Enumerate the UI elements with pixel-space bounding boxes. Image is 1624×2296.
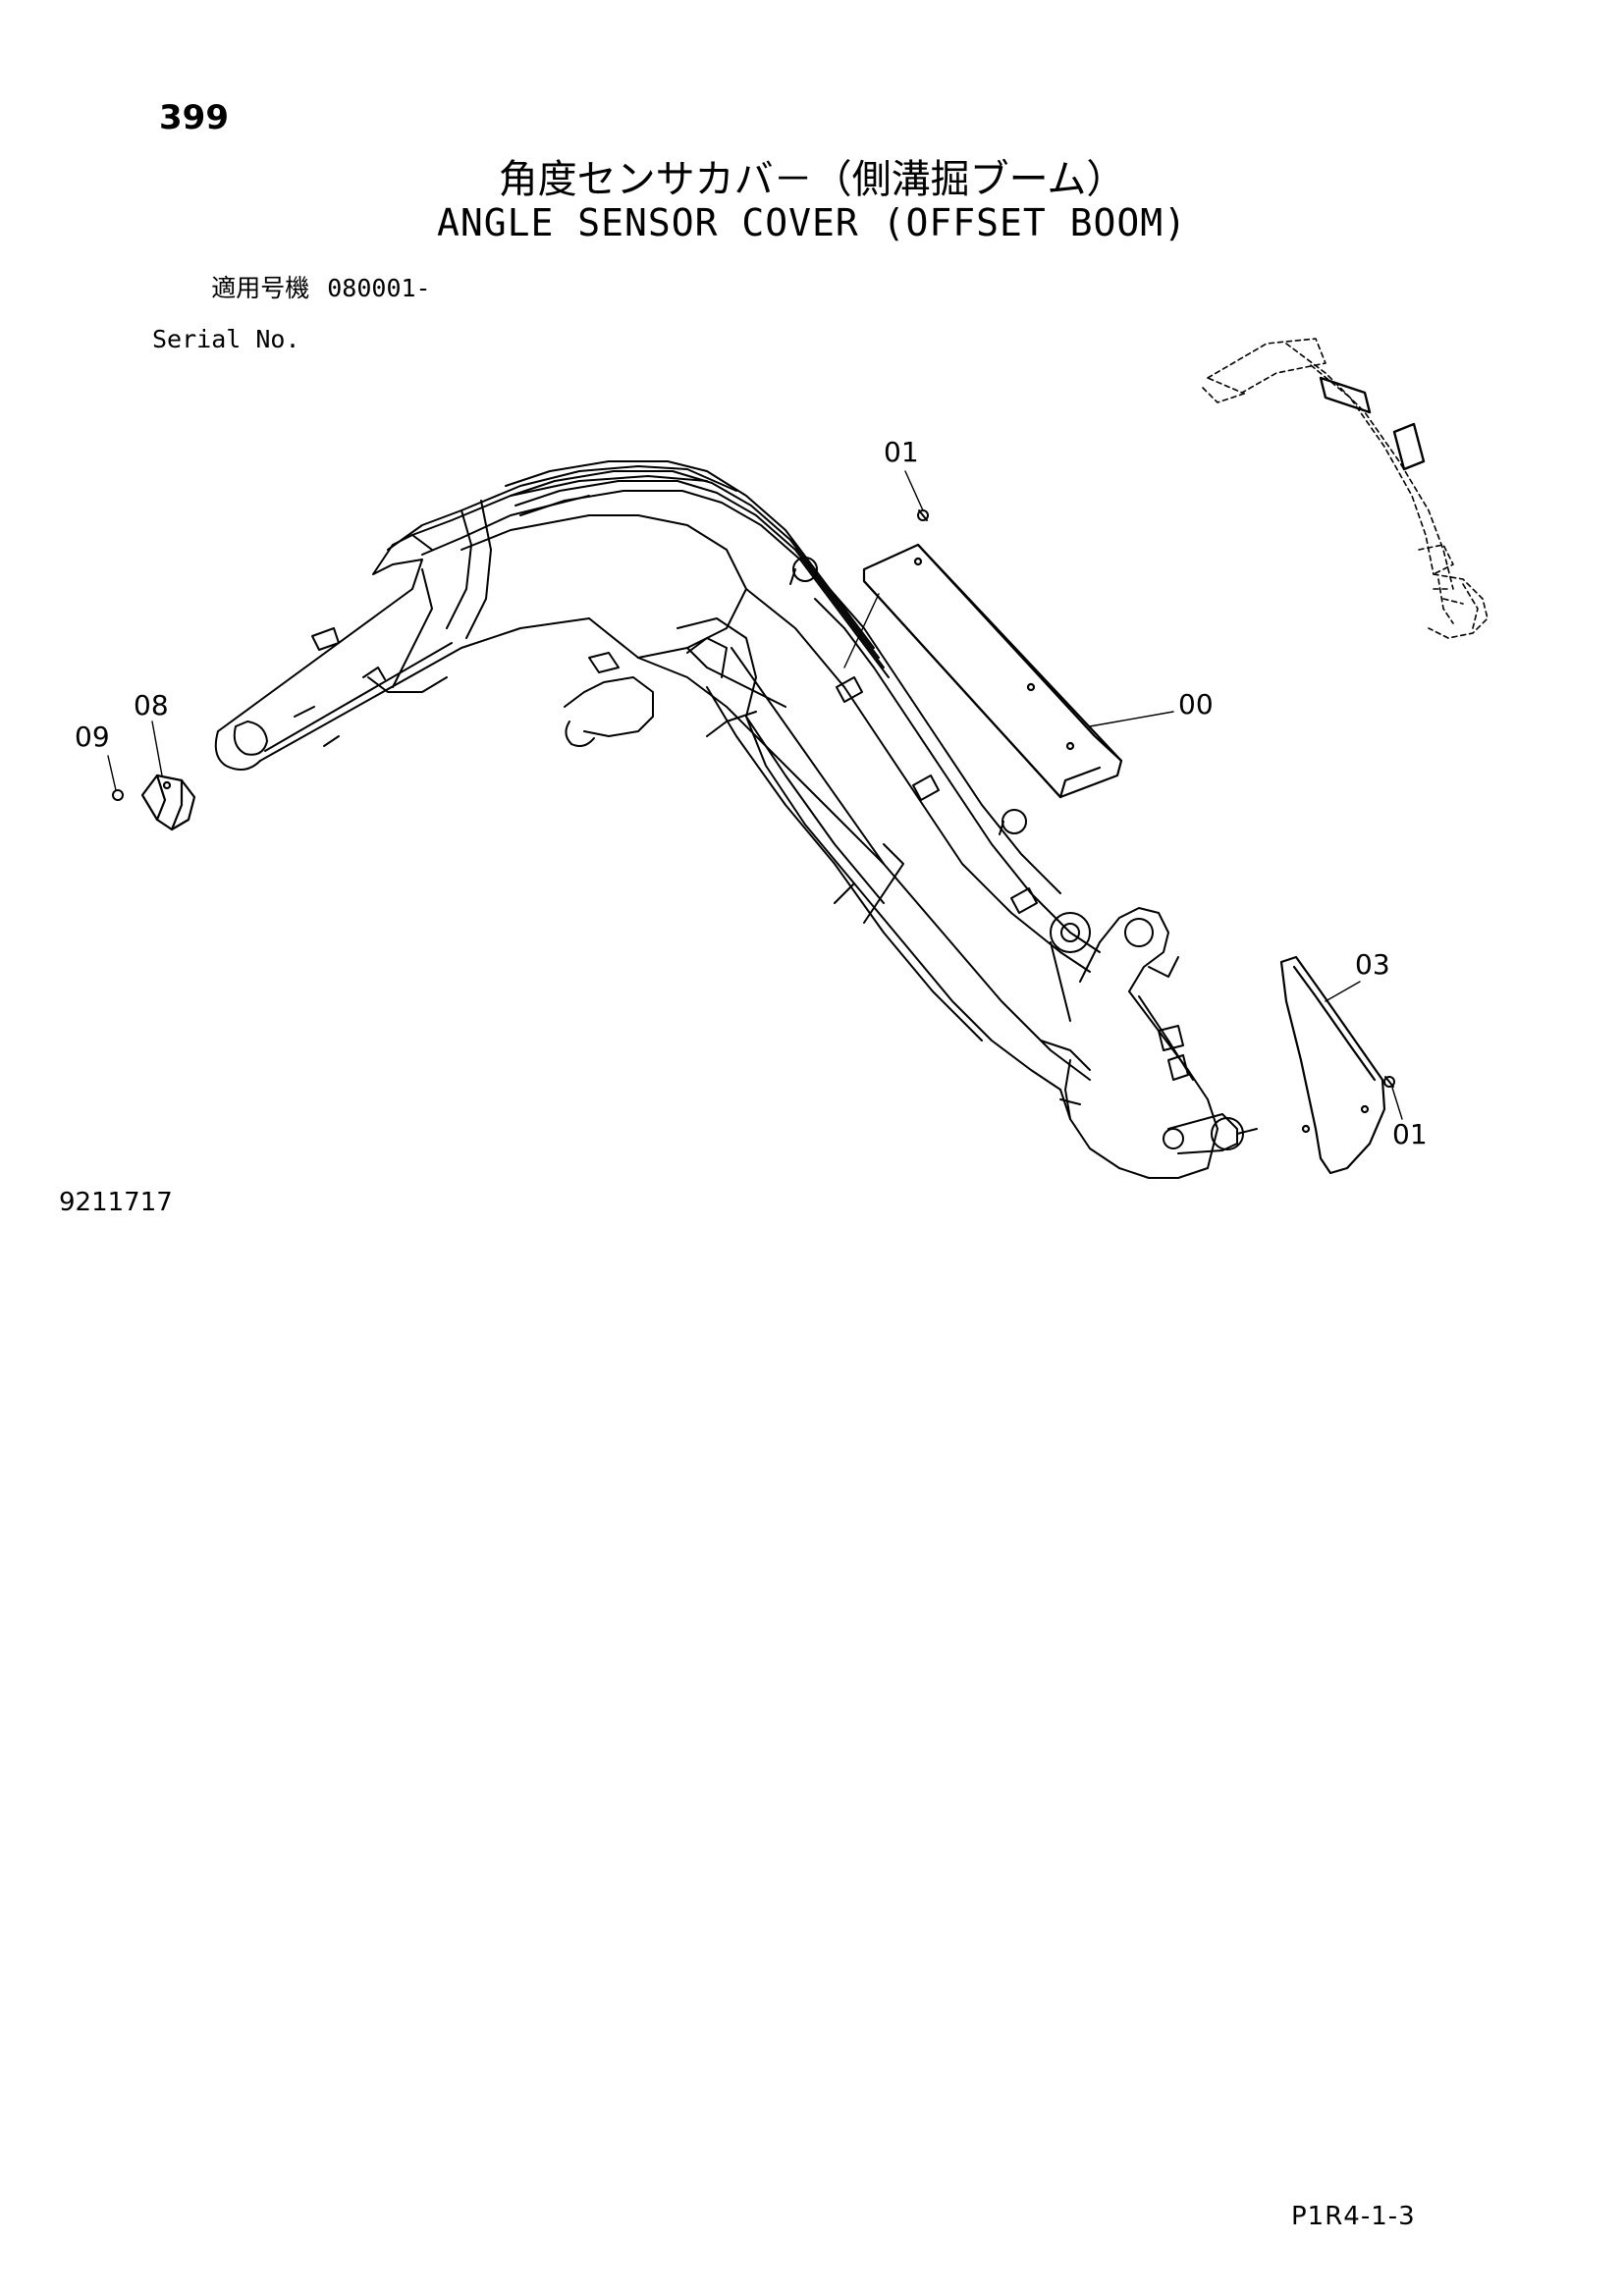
offset-boom — [214, 460, 1258, 1179]
leader-09 — [107, 755, 117, 791]
leader-00 — [1089, 711, 1174, 727]
part-01-bolt-bottom — [1383, 1076, 1395, 1088]
part-08-bracket — [140, 774, 196, 831]
leader-03 — [1325, 981, 1361, 1002]
part-01-bolt-top — [917, 509, 929, 521]
callout-label-03: 03 — [1355, 948, 1390, 981]
callout-label-00: 00 — [1178, 688, 1214, 721]
leader-lines — [107, 470, 1403, 1120]
leader-01-top — [904, 470, 924, 511]
footer-code: P1R4-1-3 — [1291, 2202, 1416, 2231]
callout-label-01-top: 01 — [884, 436, 919, 468]
page-title-japanese: 角度センサカバ－（側溝掘ブーム） — [498, 157, 1126, 202]
serial-label-japanese: 適用号機 — [211, 274, 310, 302]
callout-label-01-bottom: 01 — [1392, 1118, 1428, 1150]
part-09-screw — [112, 789, 124, 801]
callout-label-08: 08 — [134, 689, 169, 721]
figure-number: 9211717 — [59, 1188, 173, 1217]
page-number: 399 — [159, 98, 229, 137]
serial-info: 適用号機 080001- Serial No. — [152, 250, 431, 352]
leader-08 — [151, 721, 163, 776]
callout-label-09: 09 — [75, 721, 110, 753]
serial-row-japanese: 適用号機 080001- — [152, 250, 431, 327]
part-03-side-cover — [1279, 955, 1386, 1175]
serial-value: 080001- — [327, 274, 431, 302]
leader-00-cover — [843, 593, 880, 668]
serial-label-english: Serial No. — [152, 325, 300, 353]
machine-overview-inset — [1202, 338, 1489, 639]
leader-01-bottom — [1391, 1087, 1403, 1120]
part-00-sensor-cover — [862, 543, 1123, 799]
page-title-english: ANGLE SENSOR COVER (OFFSET BOOM) — [436, 201, 1188, 244]
